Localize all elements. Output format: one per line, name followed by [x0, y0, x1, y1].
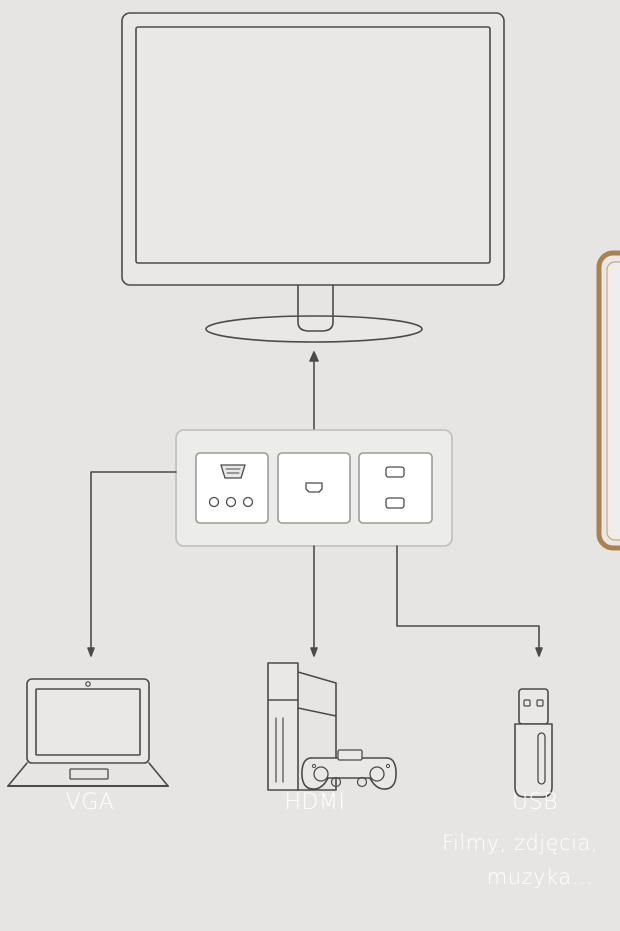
- wall-panel: [176, 430, 452, 546]
- usb-stick-icon: [515, 689, 552, 797]
- hdmi-label: HDMI: [260, 790, 370, 815]
- vga-socket: [196, 453, 268, 523]
- hdmi-socket: [278, 453, 350, 523]
- hdmi-connection-line: [311, 546, 317, 656]
- usb-socket: [359, 453, 432, 523]
- panel-to-monitor-arrow: [310, 352, 318, 430]
- usb-label: USB: [485, 790, 585, 815]
- usb-connection-line: [397, 546, 542, 656]
- laptop-icon: [8, 679, 168, 786]
- game-console-icon: [268, 663, 396, 790]
- monitor-icon: [122, 13, 504, 342]
- vga-label: VGA: [40, 790, 140, 815]
- vga-connection-line: [88, 472, 176, 656]
- wooden-frame-icon: [599, 253, 620, 548]
- usb-description-line2: muzyka...: [440, 860, 620, 894]
- usb-description-line1: Filmy, zdjęcia,: [420, 826, 620, 860]
